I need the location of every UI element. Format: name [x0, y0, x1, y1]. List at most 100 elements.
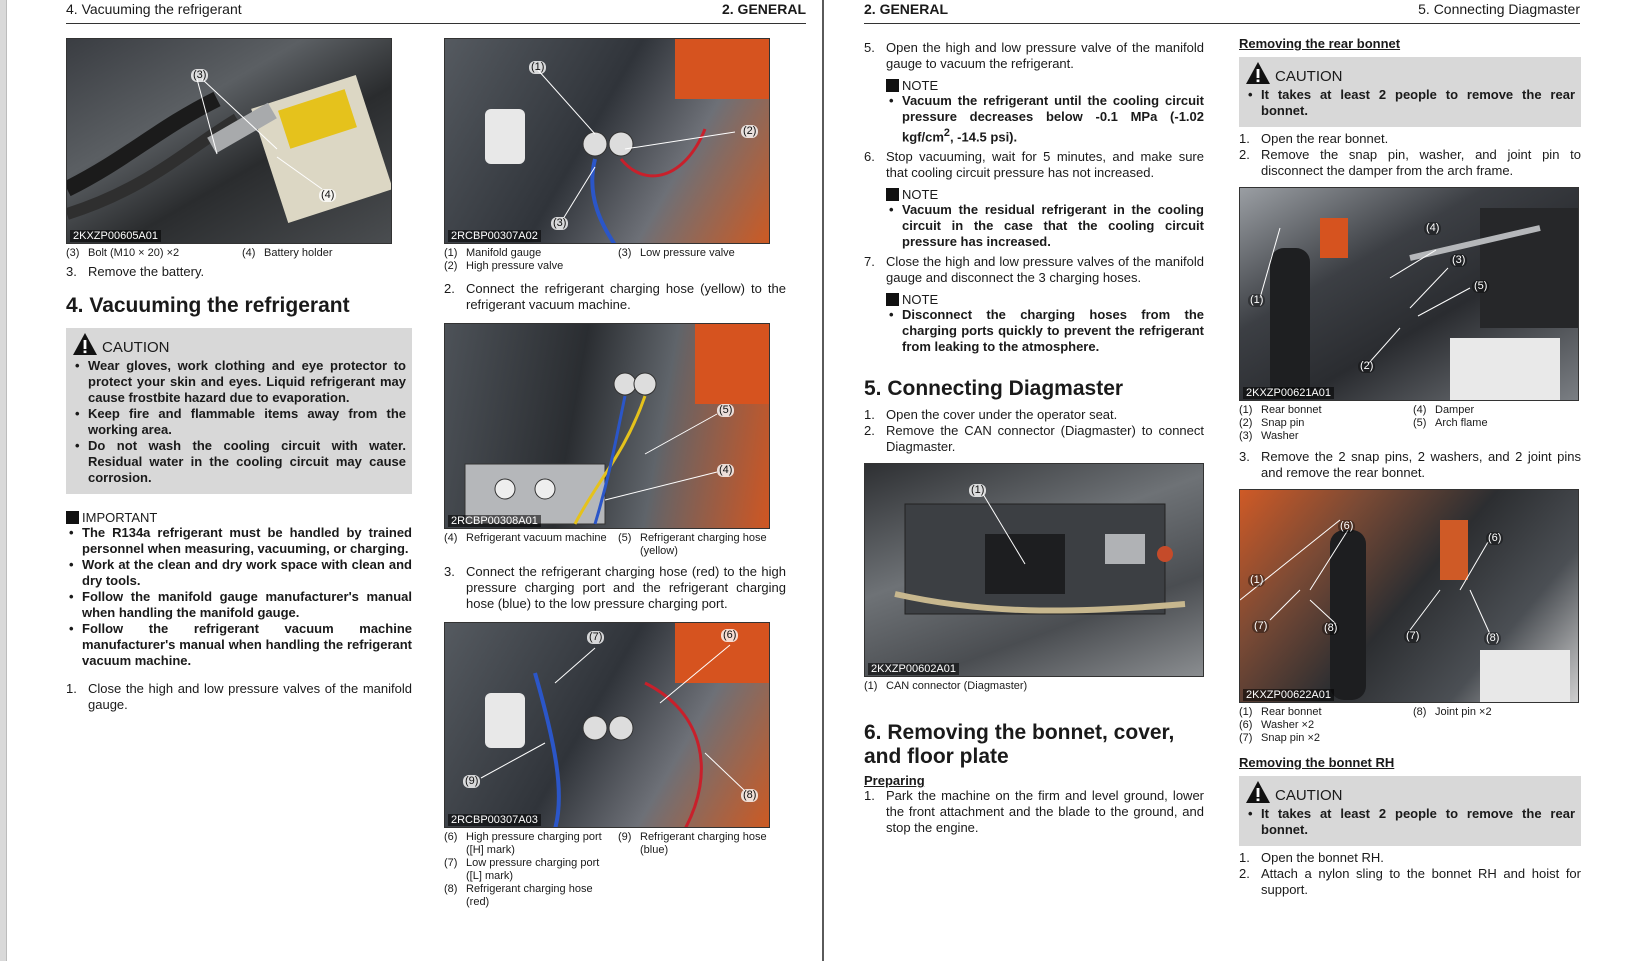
caption-text: Arch flame [1435, 417, 1488, 429]
callout-6: (6) [721, 629, 739, 642]
step-num: 1. [66, 681, 77, 696]
caption-text: Battery holder [264, 247, 333, 259]
callout-1: (1) [1248, 574, 1266, 587]
step-num: 1. [864, 788, 875, 804]
step-text: Open the bonnet RH. [1261, 850, 1384, 865]
caption-num: (1) [864, 680, 878, 693]
caption-text: Low pressure valve [640, 247, 735, 259]
figure-ports-art [480, 623, 769, 827]
step-num: 3. [1239, 449, 1250, 464]
important-text: Follow the manifold gauge manufacturer's… [82, 589, 412, 620]
important-label: IMPORTANT [82, 510, 158, 525]
list-item: •It takes at least 2 people to remove th… [1248, 87, 1575, 118]
caption-num: (8) [444, 883, 458, 895]
figure-rear-bonnet-captions: (1)Rear bonnet (8)Joint pin ×2 (6)Washer… [1239, 706, 1581, 745]
note-list: •Vacuum the residual refrigerant in the … [886, 202, 1204, 250]
caption-item: (5)Arch flame [1413, 417, 1581, 430]
figure-vacuum-machine: (5) (4) 2RCBP00308A01 [444, 323, 770, 529]
list-item: •Vacuum the residual refrigerant in the … [889, 202, 1204, 250]
caution-text: Do not wash the cooling circuit with wat… [88, 438, 406, 485]
figure-code: 2RCBP00307A03 [448, 814, 541, 826]
caption-item: (2)High pressure valve [444, 260, 612, 273]
section-title-line-1: 6. Removing the bonnet, cover, [864, 721, 1175, 745]
caption-num: (3) [66, 247, 80, 259]
caution-list: •Wear gloves, work clothing and eye prot… [72, 358, 406, 486]
callout-8: (8) [1484, 632, 1502, 645]
step-text: Park the machine on the firm and level g… [886, 788, 1204, 836]
caution-text: Wear gloves, work clothing and eye prote… [88, 358, 406, 405]
caution-label: CAUTION [1275, 787, 1343, 804]
callout-3: (3) [1450, 254, 1468, 267]
step-open-valves: 5. Open the high and low pressure valve o… [864, 40, 1204, 72]
list-item: •The R134a refrigerant must be handled b… [69, 525, 412, 556]
step-text: Remove the snap pin, washer, and joint p… [1261, 147, 1581, 178]
caption-text: Snap pin [1261, 417, 1305, 429]
caption-num [1413, 719, 1435, 732]
subheading-rear-bonnet: Removing the rear bonnet [1239, 36, 1401, 51]
caption-item: (3)Washer [1239, 430, 1407, 443]
callout-7: (7) [1252, 620, 1270, 633]
caution-text: Keep fire and flammable items away from … [88, 406, 406, 437]
caption-item [1413, 719, 1581, 732]
figure-code: 2KXZP00622A01 [1243, 689, 1335, 701]
caption-num: (4) [444, 532, 458, 544]
step-num: 2. [1239, 147, 1250, 162]
caption-text: Refrigerant charging hose (yellow) [640, 532, 767, 557]
section-title-vacuuming: 4. Vacuuming the refrigerant [66, 294, 350, 317]
step-num: 6. [864, 149, 875, 165]
important-list: •The R134a refrigerant must be handled b… [66, 525, 412, 669]
caption-item: (2)Snap pin [1239, 417, 1407, 430]
caution-label: CAUTION [102, 339, 170, 356]
step-text: Attach a nylon sling to the bonnet RH an… [1261, 866, 1581, 897]
caution-list: •It takes at least 2 people to remove th… [1245, 806, 1575, 838]
callout-4: (4) [1424, 222, 1442, 235]
caption-item: (6)High pressure charging port ([H] mark… [444, 831, 612, 857]
caution-title: CAUTION [1245, 780, 1575, 804]
step-text: Close the high and low pressure valves o… [88, 681, 412, 712]
callout-5: (5) [717, 404, 735, 417]
step-attach-sling: 2.Attach a nylon sling to the bonnet RH … [1239, 866, 1581, 898]
left-page: 4. Vacuuming the refrigerant 2. GENERAL … [20, 0, 810, 961]
note-label: NOTE [902, 78, 939, 93]
caption-text: High pressure charging port ([H] mark) [466, 831, 602, 856]
caption-num: (1) [1239, 706, 1253, 718]
caption-num: (2) [444, 260, 458, 272]
step-open-cover: 1.Open the cover under the operator seat… [864, 407, 1204, 423]
callout-1: (1) [1248, 294, 1266, 307]
warning-triangle-icon [1246, 781, 1270, 803]
caption-text: Manifold gauge [466, 247, 542, 259]
figure-manifold-captions: (1)Manifold gauge (3)Low pressure valve … [444, 247, 786, 273]
caption-item: (5) Refrigerant charging hose (yellow) [618, 532, 786, 558]
note-label: NOTE [902, 292, 939, 308]
caption-num: (5) [618, 532, 632, 544]
figure-code: 2KXZP00602A01 [868, 663, 960, 676]
caption-item: (8)Joint pin ×2 [1413, 706, 1581, 719]
step-text: Remove the battery. [88, 264, 205, 279]
caution-title: CAUTION [72, 332, 406, 356]
step-num: 7. [864, 254, 875, 270]
callout-5: (5) [1472, 280, 1490, 293]
caption-text: Washer [1261, 430, 1299, 442]
caption-num [618, 857, 640, 883]
right-page: 2. GENERAL 5. Connecting Diagmaster 5.Op… [834, 0, 1634, 961]
caption-item: (7)Low pressure charging port ([L] mark) [444, 857, 612, 883]
step-num: 5. [864, 40, 875, 55]
figure-rear-bonnet: (6) (6) (1) (7) (8) (7) (8) 2KXZP00622A0… [1239, 489, 1579, 703]
caution-text: It takes at least 2 people to remove the… [1261, 806, 1575, 837]
step-text: Open the rear bonnet. [1261, 131, 1389, 146]
caption-text: Refrigerant charging hose (red) [466, 883, 593, 908]
caption-num: (6) [1239, 719, 1253, 731]
caution-label: CAUTION [1275, 68, 1343, 85]
list-item: •It takes at least 2 people to remove th… [1248, 806, 1575, 837]
caption-text: Damper [1435, 404, 1475, 416]
callout-3: (3) [551, 217, 569, 230]
figure-battery: (3) (4) 2KXZP00605A01 [66, 38, 392, 244]
caption-num: (3) [618, 247, 632, 259]
right-column-1: 5. Open the high and low pressure valve o… [864, 36, 1204, 836]
step-text: Open the cover under the operator seat. [886, 407, 1118, 423]
note-text: Disconnect the charging hoses from the c… [902, 307, 1204, 355]
step-text: Open the high and low pressure valve of … [886, 40, 1204, 71]
caption-item [618, 857, 786, 883]
caution-title: CAUTION [1245, 61, 1575, 85]
caption-item: (1)Rear bonnet [1239, 706, 1407, 719]
